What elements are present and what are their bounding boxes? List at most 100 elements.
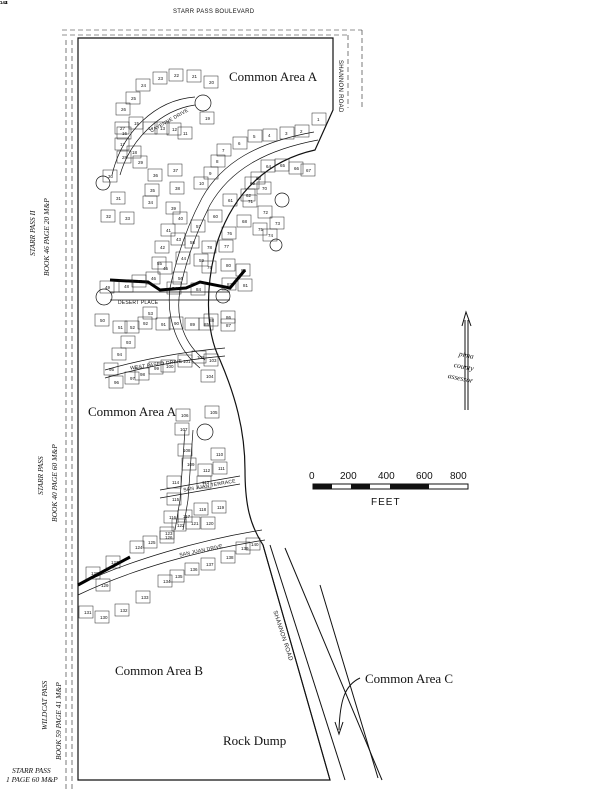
common-area-b: Common Area B (115, 663, 204, 678)
lot-number: 96 (114, 380, 120, 385)
lot-outline (245, 537, 261, 551)
lot-number: 90 (174, 321, 180, 326)
lot-number: 16 (122, 131, 128, 136)
lot-number: 76 (227, 231, 233, 236)
lot-outline (288, 161, 304, 175)
lot-number: 27 (120, 126, 126, 131)
lot-outline (203, 75, 219, 89)
lot-number: 37 (173, 168, 179, 173)
lot-outline (216, 143, 232, 157)
lot-number: 126 (165, 535, 173, 540)
lot-number: 57 (196, 224, 202, 229)
lot-number: 68 (242, 219, 248, 224)
road-edges (62, 29, 363, 790)
lot-number: 55 (157, 261, 163, 266)
lot-number: 44 (181, 256, 187, 261)
lot-number: 22 (174, 73, 180, 78)
lot-number: 133 (141, 595, 149, 600)
lot-outline (152, 71, 168, 85)
lot-outline (142, 535, 158, 549)
lot-number: 36 (153, 173, 159, 178)
lot-number: 100 (166, 364, 174, 369)
lot-number: 140 (251, 542, 259, 547)
lot-number: 144 (0, 0, 8, 5)
lot-number: 108 (183, 448, 191, 453)
lot-outline (232, 136, 248, 150)
lot-number: 20 (209, 80, 215, 85)
lot-number: 91 (161, 322, 167, 327)
lot-outline (110, 191, 126, 205)
lot-outline (112, 320, 128, 334)
lot-number: 56 (178, 276, 184, 281)
lot-outline (175, 251, 191, 265)
lot-outline (148, 361, 164, 375)
lot-number: 54 (172, 286, 178, 291)
lot-outline (100, 209, 116, 223)
lot-outline (199, 111, 215, 125)
lot-outline (119, 211, 135, 225)
lot-number: 120 (206, 521, 214, 526)
lot-number: 28 (122, 155, 128, 160)
lot-outline (151, 256, 167, 270)
lot-number: 60 (213, 214, 219, 219)
lot-number: 42 (160, 245, 166, 250)
lot-outline (144, 183, 160, 197)
lot-number: 73 (275, 221, 281, 226)
starr-pass-mid-label: STARR PASS (36, 456, 45, 495)
lot-number: 83 (227, 282, 233, 287)
lot-outline (244, 176, 260, 190)
lot-number: 31 (116, 196, 122, 201)
lot-number: 87 (226, 323, 232, 328)
lot-number: 124 (135, 545, 143, 550)
lot-number: 47 (137, 279, 143, 284)
lot-outline (177, 443, 193, 457)
lot-number: 30 (108, 174, 114, 179)
lot-number: 80 (226, 263, 232, 268)
lot-number: 9 (209, 171, 212, 176)
lot-number: 72 (263, 210, 269, 215)
scale-tick-200: 200 (340, 471, 357, 482)
lot-outline (103, 362, 119, 376)
lot-number: 69 (250, 181, 256, 186)
lot-outline (190, 219, 206, 233)
lot-outline (102, 169, 118, 183)
lot-outline (211, 500, 227, 514)
lot-outline (147, 168, 163, 182)
lot-number: 110 (216, 452, 224, 457)
lot-number: 112 (203, 468, 211, 473)
lot-number: 135 (175, 574, 183, 579)
lot-number: 13 (160, 126, 166, 131)
lot-number: 18 (132, 150, 138, 155)
lot-number: 7 (222, 148, 225, 153)
lot-number: 130 (100, 615, 108, 620)
lot-outline (203, 353, 219, 367)
lot-number: 143 (0, 0, 8, 5)
lot-outline (235, 263, 251, 277)
lot-number: 65 (280, 163, 286, 168)
lot-outline (108, 375, 124, 389)
lot-outline (201, 260, 217, 274)
shannon-road-top-label: SHANNON ROAD (337, 60, 343, 113)
lot-number: 39 (171, 206, 177, 211)
lot-outline (157, 261, 173, 275)
lot-number: 98 (140, 372, 146, 377)
lot-outline (159, 530, 175, 544)
lot-number: 93 (126, 340, 132, 345)
lot-outline (116, 126, 132, 140)
lot-outline (160, 359, 176, 373)
scale-bar (312, 483, 469, 490)
lot-number: 95 (109, 367, 115, 372)
lot-number: 141 (0, 0, 8, 5)
lot-outline (212, 461, 228, 475)
lot-number: 4 (268, 133, 271, 138)
lot-outline (142, 306, 158, 320)
lot-outline (155, 317, 171, 331)
boundary (77, 37, 334, 781)
lot-outline (94, 313, 110, 327)
lot-number: 134 (163, 579, 171, 584)
lot-outline (114, 603, 130, 617)
lot-number: 118 (199, 507, 207, 512)
lot-number: 38 (175, 186, 181, 191)
lot-outline (247, 129, 263, 143)
